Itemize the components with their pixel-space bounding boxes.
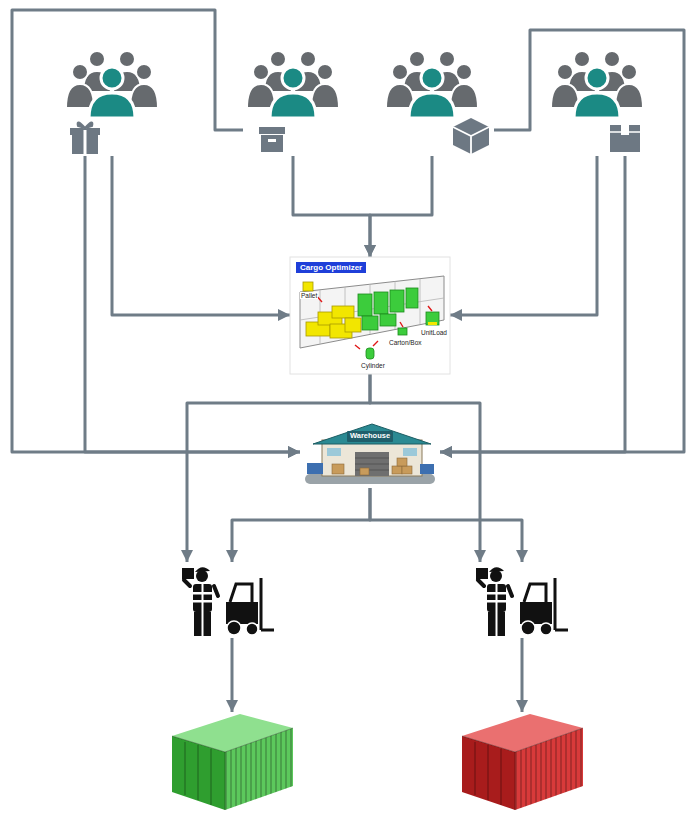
warehouse-node: Warehouse xyxy=(300,422,440,488)
flow-arrow xyxy=(440,156,625,452)
people-group xyxy=(62,46,162,156)
people-group xyxy=(386,51,478,118)
gift-icon xyxy=(70,122,100,154)
flow-arrow xyxy=(85,156,300,452)
people-group xyxy=(243,46,343,156)
green-container xyxy=(172,714,293,810)
people-group xyxy=(247,51,339,118)
container-box xyxy=(460,712,585,812)
containers xyxy=(172,714,583,810)
red-container xyxy=(462,714,583,810)
item-label: Carton/Box xyxy=(388,339,423,346)
flow-arrow xyxy=(450,156,597,315)
item-label: Cylinder xyxy=(360,362,386,369)
forklift-worker xyxy=(476,567,568,636)
warehouse-building xyxy=(305,424,435,484)
panel-title: Cargo Optimizer xyxy=(296,262,366,273)
flow-arrow xyxy=(232,488,370,562)
flow-arrow xyxy=(370,156,432,257)
optimizer-panel: Cargo OptimizerPalletCarton/BoxCylinder U… xyxy=(290,257,450,374)
open-box-icon xyxy=(610,125,640,152)
flow-arrow xyxy=(521,638,524,712)
item-label: UnitLoad xyxy=(420,329,448,336)
people-group xyxy=(551,51,643,118)
flow-arrow xyxy=(112,156,290,315)
forklift-worker xyxy=(180,562,275,638)
flow-arrow xyxy=(370,488,522,562)
flow-arrow xyxy=(187,374,370,562)
people-group xyxy=(66,51,158,118)
people-groups xyxy=(66,51,643,118)
forklift-worker xyxy=(474,562,569,638)
flow-arrow xyxy=(231,638,234,712)
cargo-optimizer-screenshot xyxy=(290,257,450,374)
forklift-workers xyxy=(182,567,568,636)
people-group xyxy=(547,46,647,156)
flow-arrow xyxy=(293,156,370,257)
forklift-worker xyxy=(182,567,274,636)
container-box xyxy=(170,712,295,812)
package-icon xyxy=(453,118,489,154)
people-group xyxy=(382,46,494,156)
box-icon xyxy=(259,127,285,152)
building-sign: Warehouse xyxy=(347,431,393,442)
item-label: Pallet xyxy=(300,292,318,299)
